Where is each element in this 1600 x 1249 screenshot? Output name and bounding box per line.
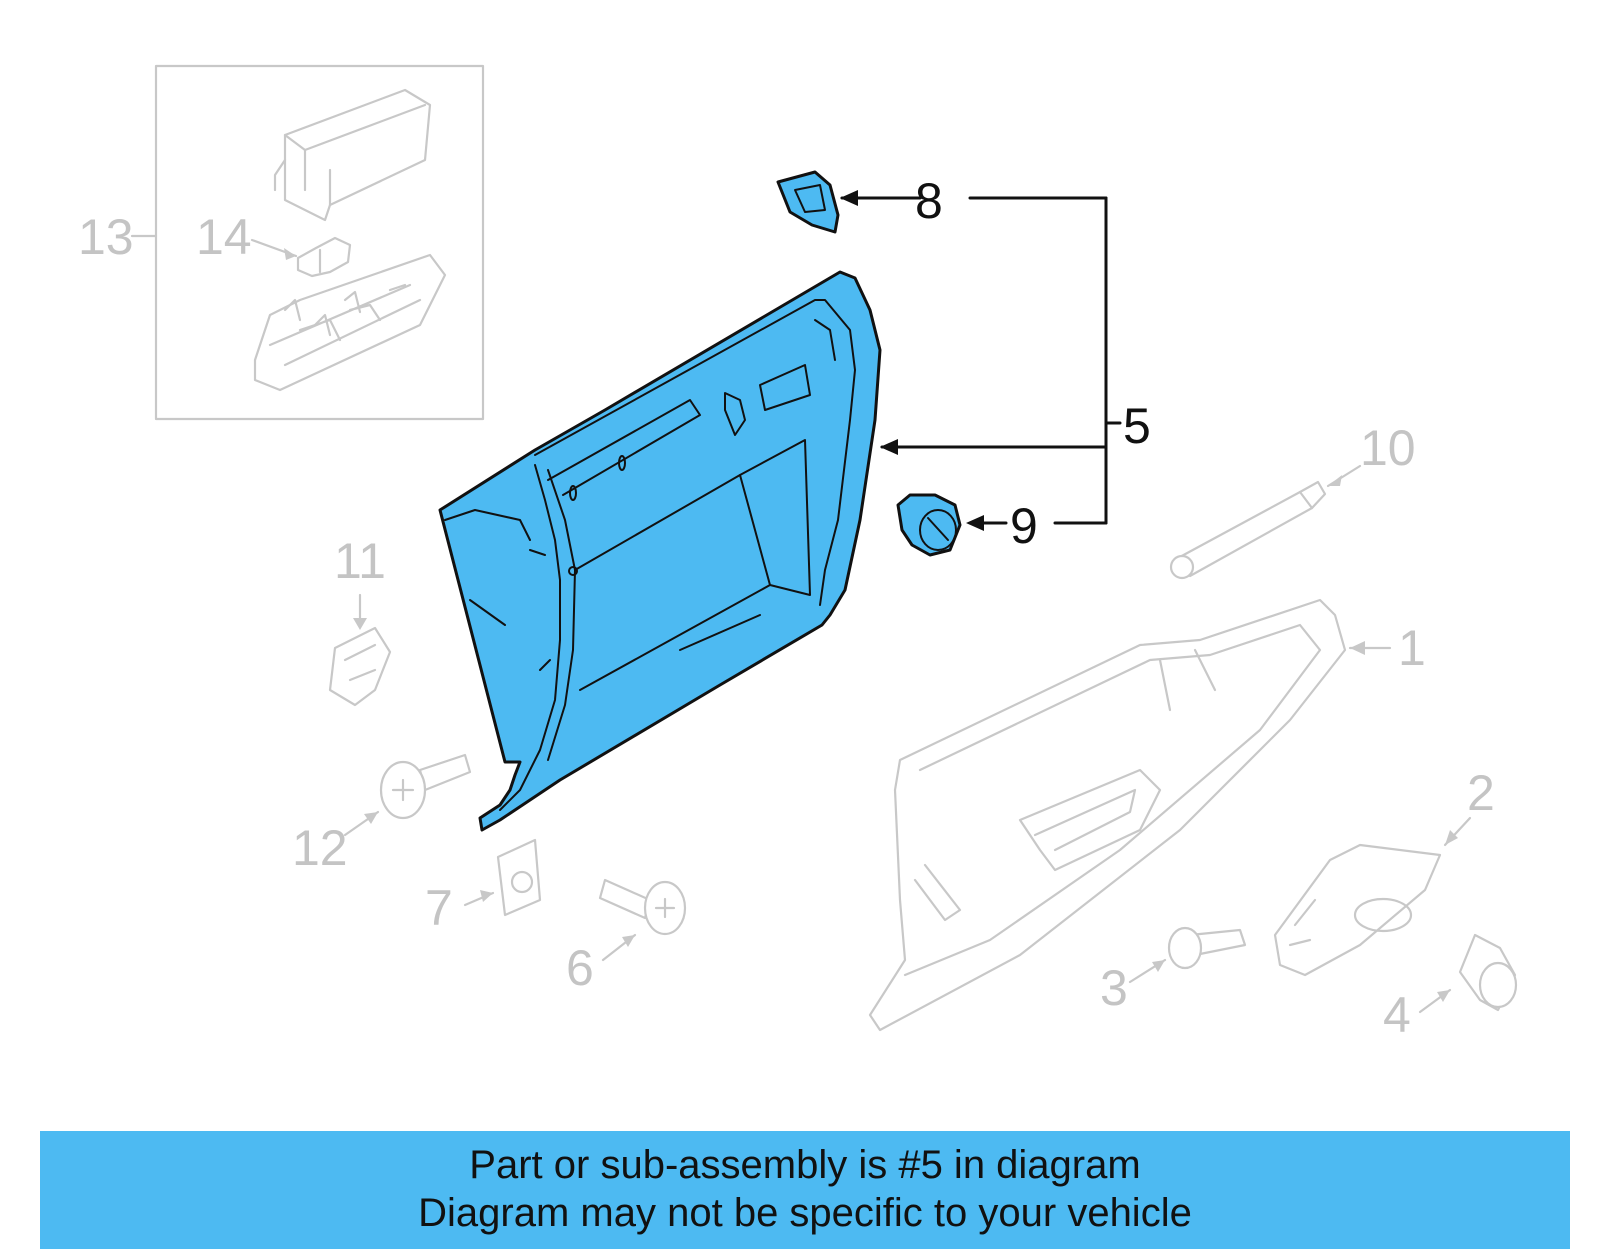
callout-label-10: 10 bbox=[1360, 420, 1416, 476]
callout-label-4: 4 bbox=[1383, 987, 1411, 1043]
part-10-damper[interactable] bbox=[1169, 464, 1362, 580]
part-8-pad[interactable] bbox=[776, 170, 840, 234]
callout-label-2: 2 bbox=[1467, 765, 1495, 821]
info-banner: Part or sub-assembly is #5 in diagram Di… bbox=[40, 1131, 1570, 1249]
parts-diagram: 13 14 8 5 9 10 1 2 3 4 11 12 7 6 bbox=[78, 64, 1518, 1043]
callout-label-13: 13 bbox=[78, 209, 134, 265]
callout-labels: 13 14 8 5 9 10 1 2 3 4 11 12 7 6 bbox=[78, 173, 1495, 1043]
part-14-bulb[interactable] bbox=[250, 236, 352, 278]
part-7-clip[interactable] bbox=[463, 838, 542, 917]
part-4-bumper[interactable] bbox=[1418, 933, 1518, 1014]
callout-label-9: 9 bbox=[1010, 498, 1038, 554]
callout-label-11: 11 bbox=[334, 533, 386, 589]
callout-label-12: 12 bbox=[292, 820, 348, 876]
callout-label-3: 3 bbox=[1100, 960, 1128, 1016]
part-5-glove-box-liner[interactable] bbox=[438, 270, 882, 832]
callout-label-8: 8 bbox=[915, 173, 943, 229]
part-12-screw[interactable] bbox=[343, 753, 472, 837]
callout-label-5: 5 bbox=[1123, 398, 1151, 454]
callout-label-14: 14 bbox=[196, 209, 252, 265]
part-11-clip[interactable] bbox=[328, 593, 392, 707]
part-1-glove-box-door[interactable] bbox=[868, 598, 1392, 1032]
callout-label-1: 1 bbox=[1398, 620, 1426, 676]
callout-label-7: 7 bbox=[425, 880, 453, 936]
callout-leaders-active bbox=[840, 190, 1122, 531]
callout-label-6: 6 bbox=[566, 940, 594, 996]
banner-line-disclaimer: Diagram may not be specific to your vehi… bbox=[418, 1191, 1192, 1235]
part-13-lamp-assembly[interactable] bbox=[130, 64, 485, 421]
banner-line-part: Part or sub-assembly is #5 in diagram bbox=[469, 1143, 1141, 1187]
part-2-latch-handle[interactable] bbox=[1273, 816, 1472, 977]
part-3-screw[interactable] bbox=[1128, 926, 1247, 984]
part-9-bumper[interactable] bbox=[896, 493, 962, 557]
part-6-screw[interactable] bbox=[598, 878, 687, 962]
